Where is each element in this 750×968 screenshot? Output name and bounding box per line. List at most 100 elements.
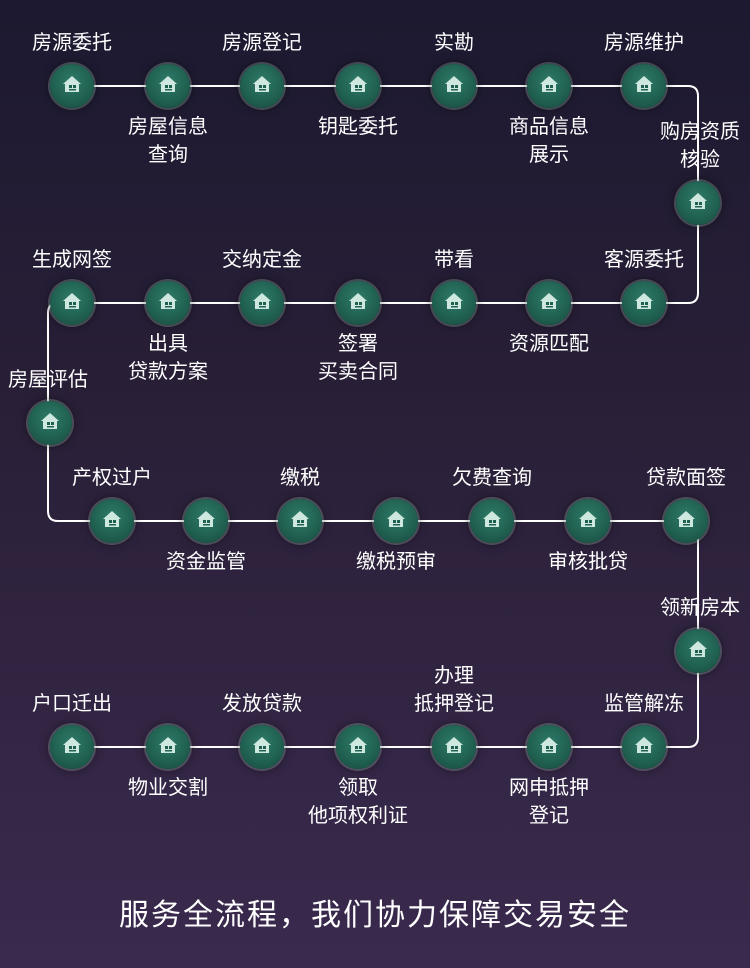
step-label-line: 缴税预审 [356, 549, 436, 573]
step-label-line: 发放贷款 [222, 691, 302, 715]
house-icon [674, 507, 698, 535]
step-node-1-3 [336, 281, 380, 325]
step-label-line: 核验 [680, 147, 720, 171]
step-node-connector-2 [676, 629, 720, 673]
step-label-line: 商品信息 [509, 114, 589, 138]
house-icon [60, 72, 84, 100]
step-label-2-6: 产权过户 [72, 463, 152, 491]
step-node-2-0 [664, 499, 708, 543]
step-label-1-1: 资源匹配 [509, 329, 589, 357]
step-label-line: 房源委托 [32, 30, 112, 54]
step-node-0-2 [240, 64, 284, 108]
step-label-3-2: 办理抵押登记 [414, 661, 494, 717]
step-label-3-4: 发放贷款 [222, 689, 302, 717]
house-icon [442, 733, 466, 761]
step-label-connector-1: 房屋评估 [8, 365, 88, 393]
step-node-2-5 [184, 499, 228, 543]
step-label-2-0: 贷款面签 [646, 463, 726, 491]
step-node-1-2 [432, 281, 476, 325]
step-label-1-3: 签署买卖合同 [318, 329, 398, 385]
step-label-1-2: 带看 [434, 245, 474, 273]
house-icon [346, 289, 370, 317]
house-icon [442, 289, 466, 317]
house-icon [60, 733, 84, 761]
step-node-0-0 [50, 64, 94, 108]
house-icon [100, 507, 124, 535]
house-icon [442, 72, 466, 100]
step-node-3-5 [146, 725, 190, 769]
house-icon [156, 289, 180, 317]
house-icon [346, 72, 370, 100]
step-label-0-2: 房源登记 [222, 28, 302, 56]
step-node-3-6 [50, 725, 94, 769]
step-label-line: 客源委托 [604, 247, 684, 271]
step-node-1-0 [622, 281, 666, 325]
step-label-line: 查询 [148, 142, 188, 166]
step-label-line: 登记 [529, 803, 569, 827]
step-label-1-5: 出具贷款方案 [128, 329, 208, 385]
step-label-3-1: 网申抵押登记 [509, 773, 589, 829]
step-label-0-0: 房源委托 [32, 28, 112, 56]
step-label-line: 网申抵押 [509, 775, 589, 799]
step-label-line: 缴税 [280, 465, 320, 489]
house-icon [250, 733, 274, 761]
step-label-line: 贷款面签 [646, 465, 726, 489]
step-label-line: 监管解冻 [604, 691, 684, 715]
step-label-line: 产权过户 [72, 465, 152, 489]
step-label-0-1: 房屋信息查询 [128, 112, 208, 168]
step-label-line: 贷款方案 [128, 359, 208, 383]
step-label-1-6: 生成网签 [32, 245, 112, 273]
step-label-line: 购房资质 [660, 119, 740, 143]
step-node-connector-1 [28, 401, 72, 445]
step-label-line: 买卖合同 [318, 359, 398, 383]
house-icon [346, 733, 370, 761]
house-icon [288, 507, 312, 535]
step-label-2-3: 缴税预审 [356, 547, 436, 575]
step-label-line: 户口迁出 [32, 691, 112, 715]
step-label-line: 房屋信息 [128, 114, 208, 138]
house-icon [686, 637, 710, 665]
step-node-0-4 [432, 64, 476, 108]
step-label-line: 房屋评估 [8, 367, 88, 391]
step-label-line: 办理 [434, 663, 474, 687]
step-node-3-4 [240, 725, 284, 769]
step-node-3-0 [622, 725, 666, 769]
step-label-line: 生成网签 [32, 247, 112, 271]
step-label-line: 资源匹配 [509, 331, 589, 355]
step-node-1-4 [240, 281, 284, 325]
step-label-line: 展示 [529, 142, 569, 166]
step-label-line: 实勘 [434, 30, 474, 54]
step-node-1-1 [527, 281, 571, 325]
house-icon [156, 733, 180, 761]
step-node-2-6 [90, 499, 134, 543]
step-label-line: 签署 [338, 331, 378, 355]
house-icon [38, 409, 62, 437]
step-label-2-5: 资金监管 [166, 547, 246, 575]
step-node-3-3 [336, 725, 380, 769]
house-icon [632, 289, 656, 317]
step-node-connector-0 [676, 181, 720, 225]
house-icon [480, 507, 504, 535]
house-icon [250, 289, 274, 317]
footer-slogan: 服务全流程，我们协力保障交易安全 [119, 898, 631, 933]
step-node-3-1 [527, 725, 571, 769]
house-icon [537, 733, 561, 761]
step-label-line: 欠费查询 [452, 465, 532, 489]
step-node-0-3 [336, 64, 380, 108]
house-icon [250, 72, 274, 100]
house-icon [537, 72, 561, 100]
step-label-0-4: 实勘 [434, 28, 474, 56]
step-label-0-5: 商品信息展示 [509, 112, 589, 168]
house-icon [576, 507, 600, 535]
house-icon [60, 289, 84, 317]
house-icon [537, 289, 561, 317]
house-icon [156, 72, 180, 100]
step-node-0-5 [527, 64, 571, 108]
step-label-1-0: 客源委托 [604, 245, 684, 273]
step-label-3-0: 监管解冻 [604, 689, 684, 717]
step-node-0-6 [622, 64, 666, 108]
house-icon [686, 189, 710, 217]
step-label-1-4: 交纳定金 [222, 245, 302, 273]
step-label-line: 领取 [338, 775, 378, 799]
house-icon [632, 72, 656, 100]
